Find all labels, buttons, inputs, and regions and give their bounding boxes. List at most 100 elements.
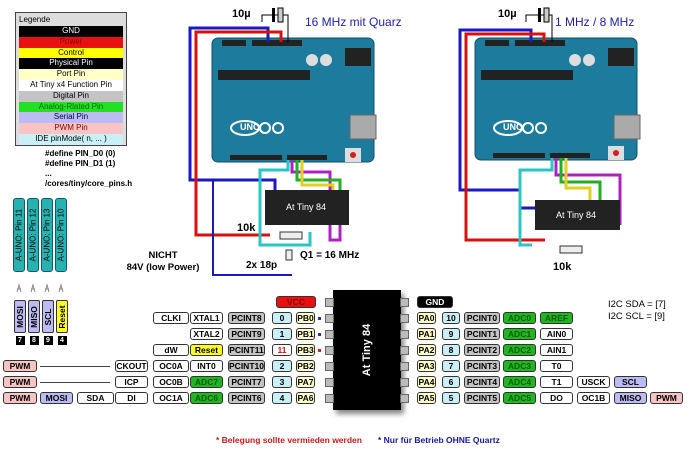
pin-pad	[400, 313, 409, 323]
pin-number: 5	[337, 360, 343, 371]
board1-logo: UNO	[240, 122, 260, 132]
legend-item: Serial Pin	[19, 112, 123, 124]
pin-function-gnd: GND	[417, 296, 453, 308]
i2c-scl: I2C SCL = [9]	[608, 311, 665, 322]
pin-function-pcint: PCINT1	[464, 328, 500, 340]
pin-function-ide: 2	[272, 360, 292, 372]
pin-function-port: PB3	[296, 344, 315, 356]
legend-item: PWM Pin	[19, 123, 123, 134]
isp-label-text: MISO	[29, 305, 39, 328]
pin-function-pcint: PCINT5	[464, 392, 500, 404]
legend-item: Digital Pin	[19, 90, 123, 102]
isp-pin-number: 9	[43, 336, 53, 345]
legend-title: Legende	[19, 15, 51, 24]
isp-label: MISO	[28, 300, 40, 333]
pin-function-ide: 8	[442, 344, 460, 356]
arrow-icons	[16, 283, 64, 293]
pin-function-adc: ADC0	[503, 312, 536, 324]
pin-number: 12	[384, 328, 396, 339]
arduino-uno-board-2	[474, 37, 641, 161]
pin-function-fn: SDA	[77, 392, 114, 404]
pin-pad	[325, 361, 334, 371]
pin-number: 14	[384, 296, 396, 307]
pin-pad	[400, 329, 409, 339]
uno-pin-bar: A-UNO: Pin 11	[13, 198, 25, 272]
isp-pin-number: 4	[57, 336, 67, 345]
pin-function-port: PA0	[417, 312, 436, 324]
pin-function-fn: AIN0	[540, 328, 573, 340]
pin-function-ide: 7	[442, 360, 460, 372]
pin-function-pcint: PCINT11	[228, 344, 265, 356]
pin-function-pcint: PCINT3	[464, 360, 500, 372]
pin-function-fn: CLKI	[153, 312, 189, 324]
pin-function-fn: OC1B	[577, 392, 610, 404]
pin-dot-icon	[318, 349, 321, 352]
pin-number: 9	[390, 376, 396, 387]
resistor-10k-2-icon	[559, 245, 583, 254]
pin-pad	[325, 329, 334, 339]
cap-label-2: 10µ	[498, 8, 517, 20]
pin-number: 13	[384, 312, 396, 323]
uno-pin-bar: A-UNO: Pin 10	[55, 198, 67, 272]
pin-function-ide: 5	[442, 392, 460, 404]
pin-function-fn: AIN1	[540, 344, 573, 356]
pin-function-vcc: VCC	[276, 296, 316, 308]
pin-function-fn: T0	[540, 360, 573, 372]
pin-function-reset: Reset	[190, 344, 223, 356]
pin-function-fn: XTAL1	[190, 312, 223, 324]
pin-function-adc: ADC4	[503, 376, 536, 388]
define-line: /cores/tiny/core_pins.h	[45, 179, 133, 188]
pin-function-ide: 9	[442, 328, 460, 340]
arduino-uno-board-1	[211, 37, 377, 163]
chip1-label: At Tiny 84	[286, 202, 327, 212]
pin-function-port: PB2	[296, 360, 315, 372]
isp-pin-number: 8	[29, 336, 39, 345]
pin-function-port: PA1	[417, 328, 436, 340]
pin-function-pcint: PCINT8	[228, 312, 265, 324]
pin-function-pwm: PWM	[3, 376, 37, 388]
pin-pad	[325, 393, 334, 403]
wires-2	[458, 14, 622, 247]
pin-function-adc: AREF	[540, 312, 573, 324]
define-line: #define PIN_D1 (1)	[45, 159, 116, 168]
connector-line	[40, 366, 110, 367]
pin-function-pcint: PCINT0	[464, 312, 500, 324]
pin-number: 4	[337, 344, 343, 355]
pin-function-pwm: PWM	[650, 392, 683, 404]
legend-item: Physical Pin	[19, 58, 123, 70]
pin-function-fn: ICP	[115, 376, 148, 388]
pin-function-fn: DI	[115, 392, 148, 404]
pin-number: 10	[384, 360, 396, 371]
pin-function-adc: ADC6	[190, 392, 223, 404]
crystal-icon	[285, 249, 293, 261]
pin-function-port: PA6	[296, 392, 315, 404]
pin-function-pwm: PWM	[3, 360, 37, 372]
pin-function-port: PA7	[296, 376, 315, 388]
pin-function-red: 11	[272, 344, 292, 356]
arrow-up-icon	[30, 283, 36, 293]
pin-dot-icon	[318, 317, 321, 320]
pin-function-fn: USCK	[577, 376, 610, 388]
pin-number: 3	[337, 328, 343, 339]
pin-function-ide: 6	[442, 376, 460, 388]
pin-dot-icon	[318, 333, 321, 336]
pin-function-port: PB0	[296, 312, 315, 324]
legend-item: Analog-Rlated Pin	[19, 101, 123, 113]
defines-note: #define PIN_D0 (0) #define PIN_D1 (1) ..…	[45, 149, 132, 189]
connector-line	[40, 382, 110, 383]
legend-item: At Tiny x4 Function Pin	[19, 79, 123, 91]
pin-pad	[400, 377, 409, 387]
pin-function-adc: ADC1	[503, 328, 536, 340]
circuit1-title: 16 MHz mit Quarz	[305, 15, 402, 29]
pin-number: 1	[337, 296, 343, 307]
pin-function-fn: XTAL2	[190, 328, 223, 340]
pin-function-pcint: PCINT7	[228, 376, 265, 388]
pin-function-pcint: PCINT2	[464, 344, 500, 356]
pin-function-fn: INT0	[190, 360, 223, 372]
footnote-blue: * Nur für Betrieb OHNE Quartz	[378, 435, 500, 445]
cap-label-1: 10µ	[232, 8, 251, 20]
pin-function-fn: OC0B	[153, 376, 189, 388]
resistor-label-2: 10k	[553, 261, 572, 273]
attiny84-pinout-chip: At Tiny 84	[333, 290, 401, 410]
